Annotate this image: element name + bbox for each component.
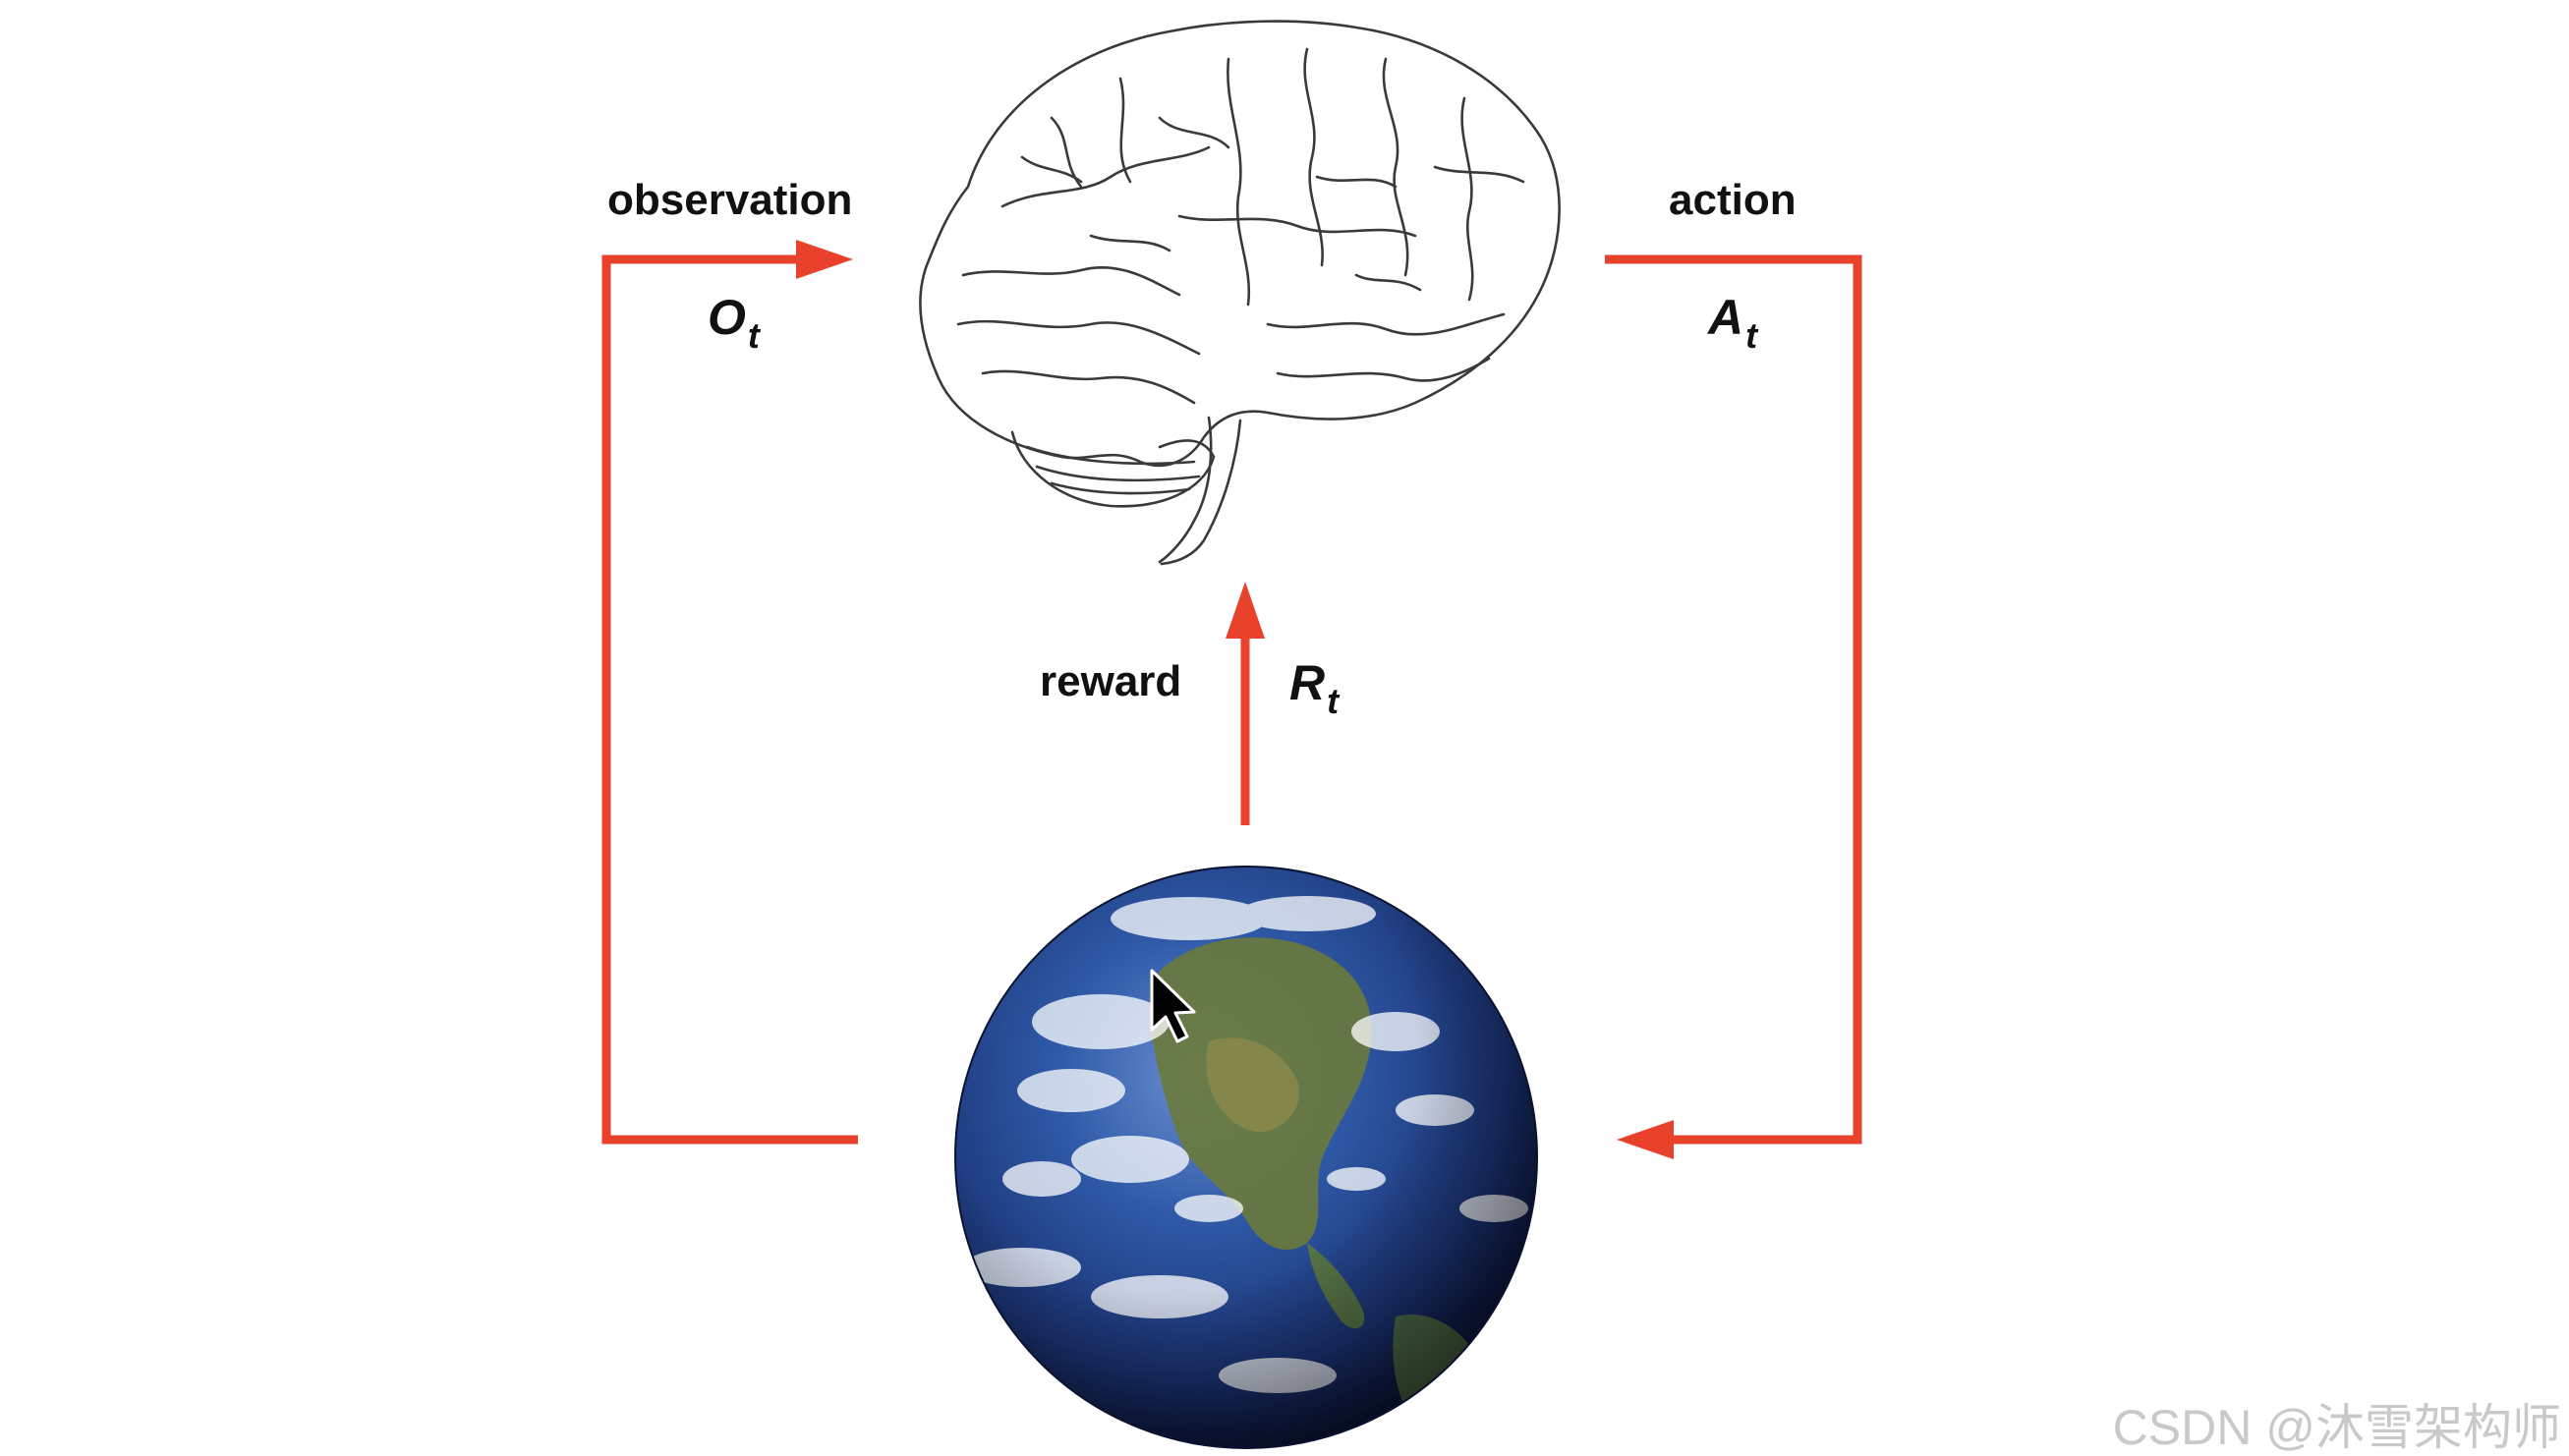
observation-arrow (601, 240, 858, 1145)
observation-symbol: Ot (708, 290, 760, 354)
observation-label: observation (607, 176, 853, 224)
brain-icon (919, 20, 1561, 566)
reward-symbol-subscript: t (1327, 681, 1340, 721)
action-symbol-subscript: t (1745, 315, 1758, 356)
observation-symbol-letter: O (708, 290, 746, 345)
watermark-text: CSDN @沐雪架构师 (2112, 1400, 2561, 1455)
earth-icon (954, 866, 1538, 1449)
reward-symbol-letter: R (1289, 655, 1326, 710)
reward-arrow (1226, 582, 1265, 825)
action-symbol-letter: A (1708, 290, 1744, 345)
reward-label: reward (1040, 657, 1182, 705)
observation-symbol-subscript: t (747, 315, 760, 356)
action-symbol: At (1708, 290, 1757, 354)
action-arrow (1605, 254, 1862, 1159)
reward-symbol: Rt (1289, 655, 1339, 719)
cursor-icon (1150, 969, 1196, 1043)
action-label: action (1669, 176, 1797, 224)
